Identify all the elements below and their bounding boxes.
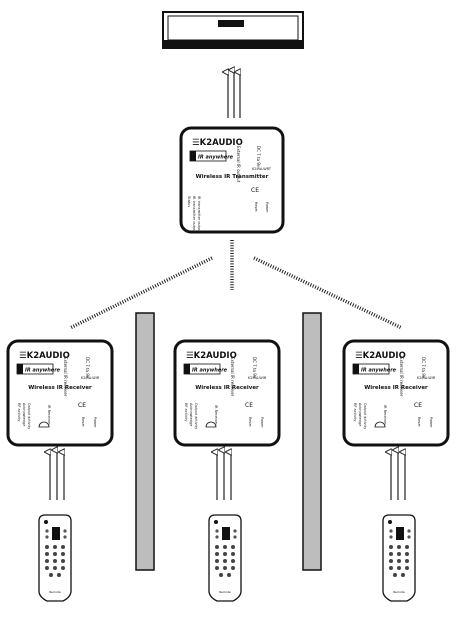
model-label: K2IRA-WIR bbox=[248, 376, 267, 380]
port-external-label: External IR receiver bbox=[230, 357, 235, 397]
remote-control-icon: Remote bbox=[382, 514, 416, 602]
av-receiver-icon bbox=[162, 11, 304, 49]
wireless-ir-receiver: ☰K2AUDIO IR anywhere External IR receive… bbox=[173, 339, 281, 447]
product-logo: IR anywhere bbox=[192, 368, 228, 374]
brand-logo: ☰K2AUDIO bbox=[192, 138, 243, 148]
led-label: RF activity bbox=[17, 403, 21, 421]
power-label: Power bbox=[265, 202, 269, 213]
ir-signal-arrows-icon bbox=[228, 70, 240, 118]
device-title: Wireless IR Receiver bbox=[195, 385, 259, 391]
port-external-label: External IR receiver bbox=[63, 357, 68, 397]
model-label: K2IRA-WIR bbox=[81, 376, 100, 380]
port-external-label: External IR output bbox=[236, 146, 241, 183]
ir-signal-arrows-icon bbox=[217, 450, 231, 500]
device-title: Wireless IR Receiver bbox=[28, 385, 92, 391]
port-external-label: External IR receiver bbox=[399, 357, 404, 397]
brand-logo: ☰K2AUDIO bbox=[186, 351, 237, 361]
ir-receiver-icon bbox=[38, 421, 50, 428]
reset-label: Reset bbox=[248, 417, 252, 427]
remote-brand-label: Remote bbox=[49, 590, 61, 594]
ir-signal-arrows-icon bbox=[50, 450, 64, 500]
remote-control-icon: Remote bbox=[208, 514, 242, 602]
brand-logo: ☰K2AUDIO bbox=[19, 351, 70, 361]
port-dc-label: DC 7 to 9v bbox=[256, 146, 261, 168]
remote-brand-label: Remote bbox=[219, 590, 231, 594]
wireless-ir-transmitter: ☰K2AUDIO IR anywhere External IR output … bbox=[179, 126, 285, 234]
port-dc-label: DC 7 to 9v bbox=[421, 357, 426, 379]
ir-receiver-icon bbox=[374, 421, 386, 428]
led-label: IR transmitter output bbox=[192, 196, 196, 234]
product-logo: IR anywhere bbox=[198, 155, 234, 161]
led-label: Acknowledge bbox=[22, 403, 26, 426]
model-label: K2IRA-WRT bbox=[252, 167, 272, 171]
wall-icon bbox=[135, 312, 155, 571]
wireless-link-icon bbox=[69, 240, 403, 330]
reset-label: Reset bbox=[81, 417, 85, 427]
led-label: RF activity bbox=[353, 403, 357, 421]
device-title: Wireless IR Transmitter bbox=[196, 174, 269, 180]
port-dc-label: DC 7 to 9v bbox=[85, 357, 90, 379]
remote-control-icon: Remote bbox=[38, 514, 72, 602]
model-label: K2IRA-WIR bbox=[417, 376, 436, 380]
led-label: IR transmitter output bbox=[197, 196, 201, 234]
ir-receiver-label: IR Receiver bbox=[383, 405, 387, 425]
led-label: Output activity bbox=[27, 403, 31, 429]
product-logo: IR anywhere bbox=[25, 368, 61, 374]
ir-receiver-label: IR Receiver bbox=[214, 405, 218, 425]
led-label: Status bbox=[187, 196, 191, 207]
ir-receiver-icon bbox=[205, 421, 217, 428]
device-title: Wireless IR Receiver bbox=[364, 385, 428, 391]
ce-mark: CE bbox=[251, 187, 259, 194]
ir-signal-arrows-icon bbox=[391, 450, 405, 500]
ir-receiver-label: IR Receiver bbox=[47, 405, 51, 425]
brand-logo: ☰K2AUDIO bbox=[355, 351, 406, 361]
product-logo: IR anywhere bbox=[361, 368, 397, 374]
reset-label: Reset bbox=[254, 202, 258, 212]
led-label: Acknowledge bbox=[358, 403, 362, 426]
remote-brand-label: Remote bbox=[393, 590, 405, 594]
led-label: Output activity bbox=[363, 403, 367, 429]
led-label: Output activity bbox=[194, 403, 198, 429]
ce-mark: CE bbox=[78, 402, 86, 409]
ce-mark: CE bbox=[245, 402, 253, 409]
wireless-ir-receiver: ☰K2AUDIO IR anywhere External IR receive… bbox=[6, 339, 114, 447]
led-label: RF activity bbox=[184, 403, 188, 421]
led-label: Acknowledge bbox=[189, 403, 193, 426]
wall-icon bbox=[302, 312, 322, 571]
port-dc-label: DC 7 to 9v bbox=[252, 357, 257, 379]
ce-mark: CE bbox=[414, 402, 422, 409]
power-label: Power bbox=[93, 417, 97, 428]
wireless-ir-receiver: ☰K2AUDIO IR anywhere External IR receive… bbox=[342, 339, 450, 447]
power-label: Power bbox=[429, 417, 433, 428]
reset-label: Reset bbox=[417, 417, 421, 427]
power-label: Power bbox=[260, 417, 264, 428]
